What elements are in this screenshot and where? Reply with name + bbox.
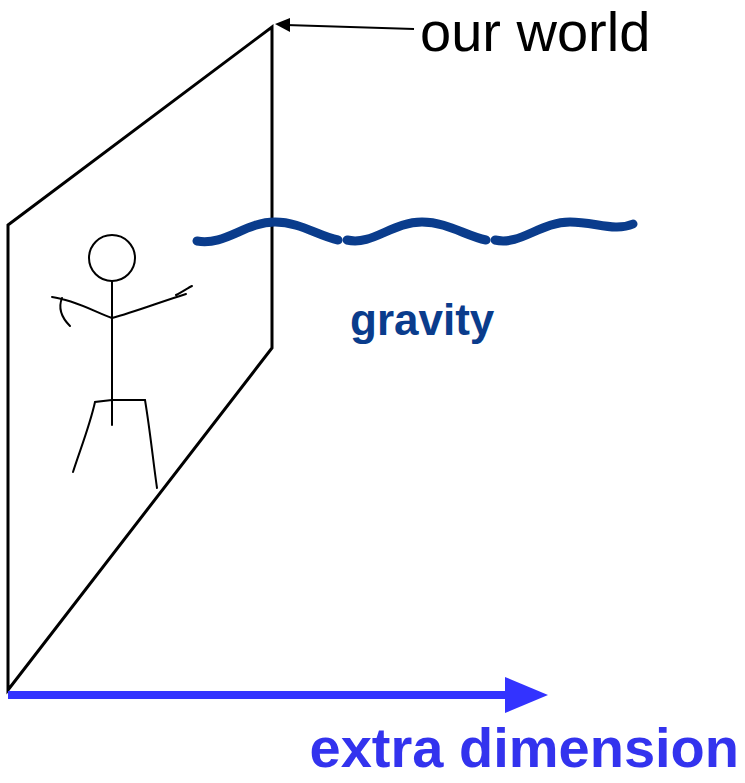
axis-arrowhead [505, 677, 548, 713]
gravity-label: gravity [350, 298, 494, 342]
brane-plane [8, 27, 272, 690]
dimension-axis [8, 691, 510, 699]
leader-arrowhead [275, 18, 290, 32]
stick-figure [52, 235, 192, 488]
brane-label: our world [420, 4, 650, 60]
axis-label: extra dimension [310, 720, 739, 776]
gravity-wave [197, 222, 633, 242]
leader-line [286, 25, 414, 29]
